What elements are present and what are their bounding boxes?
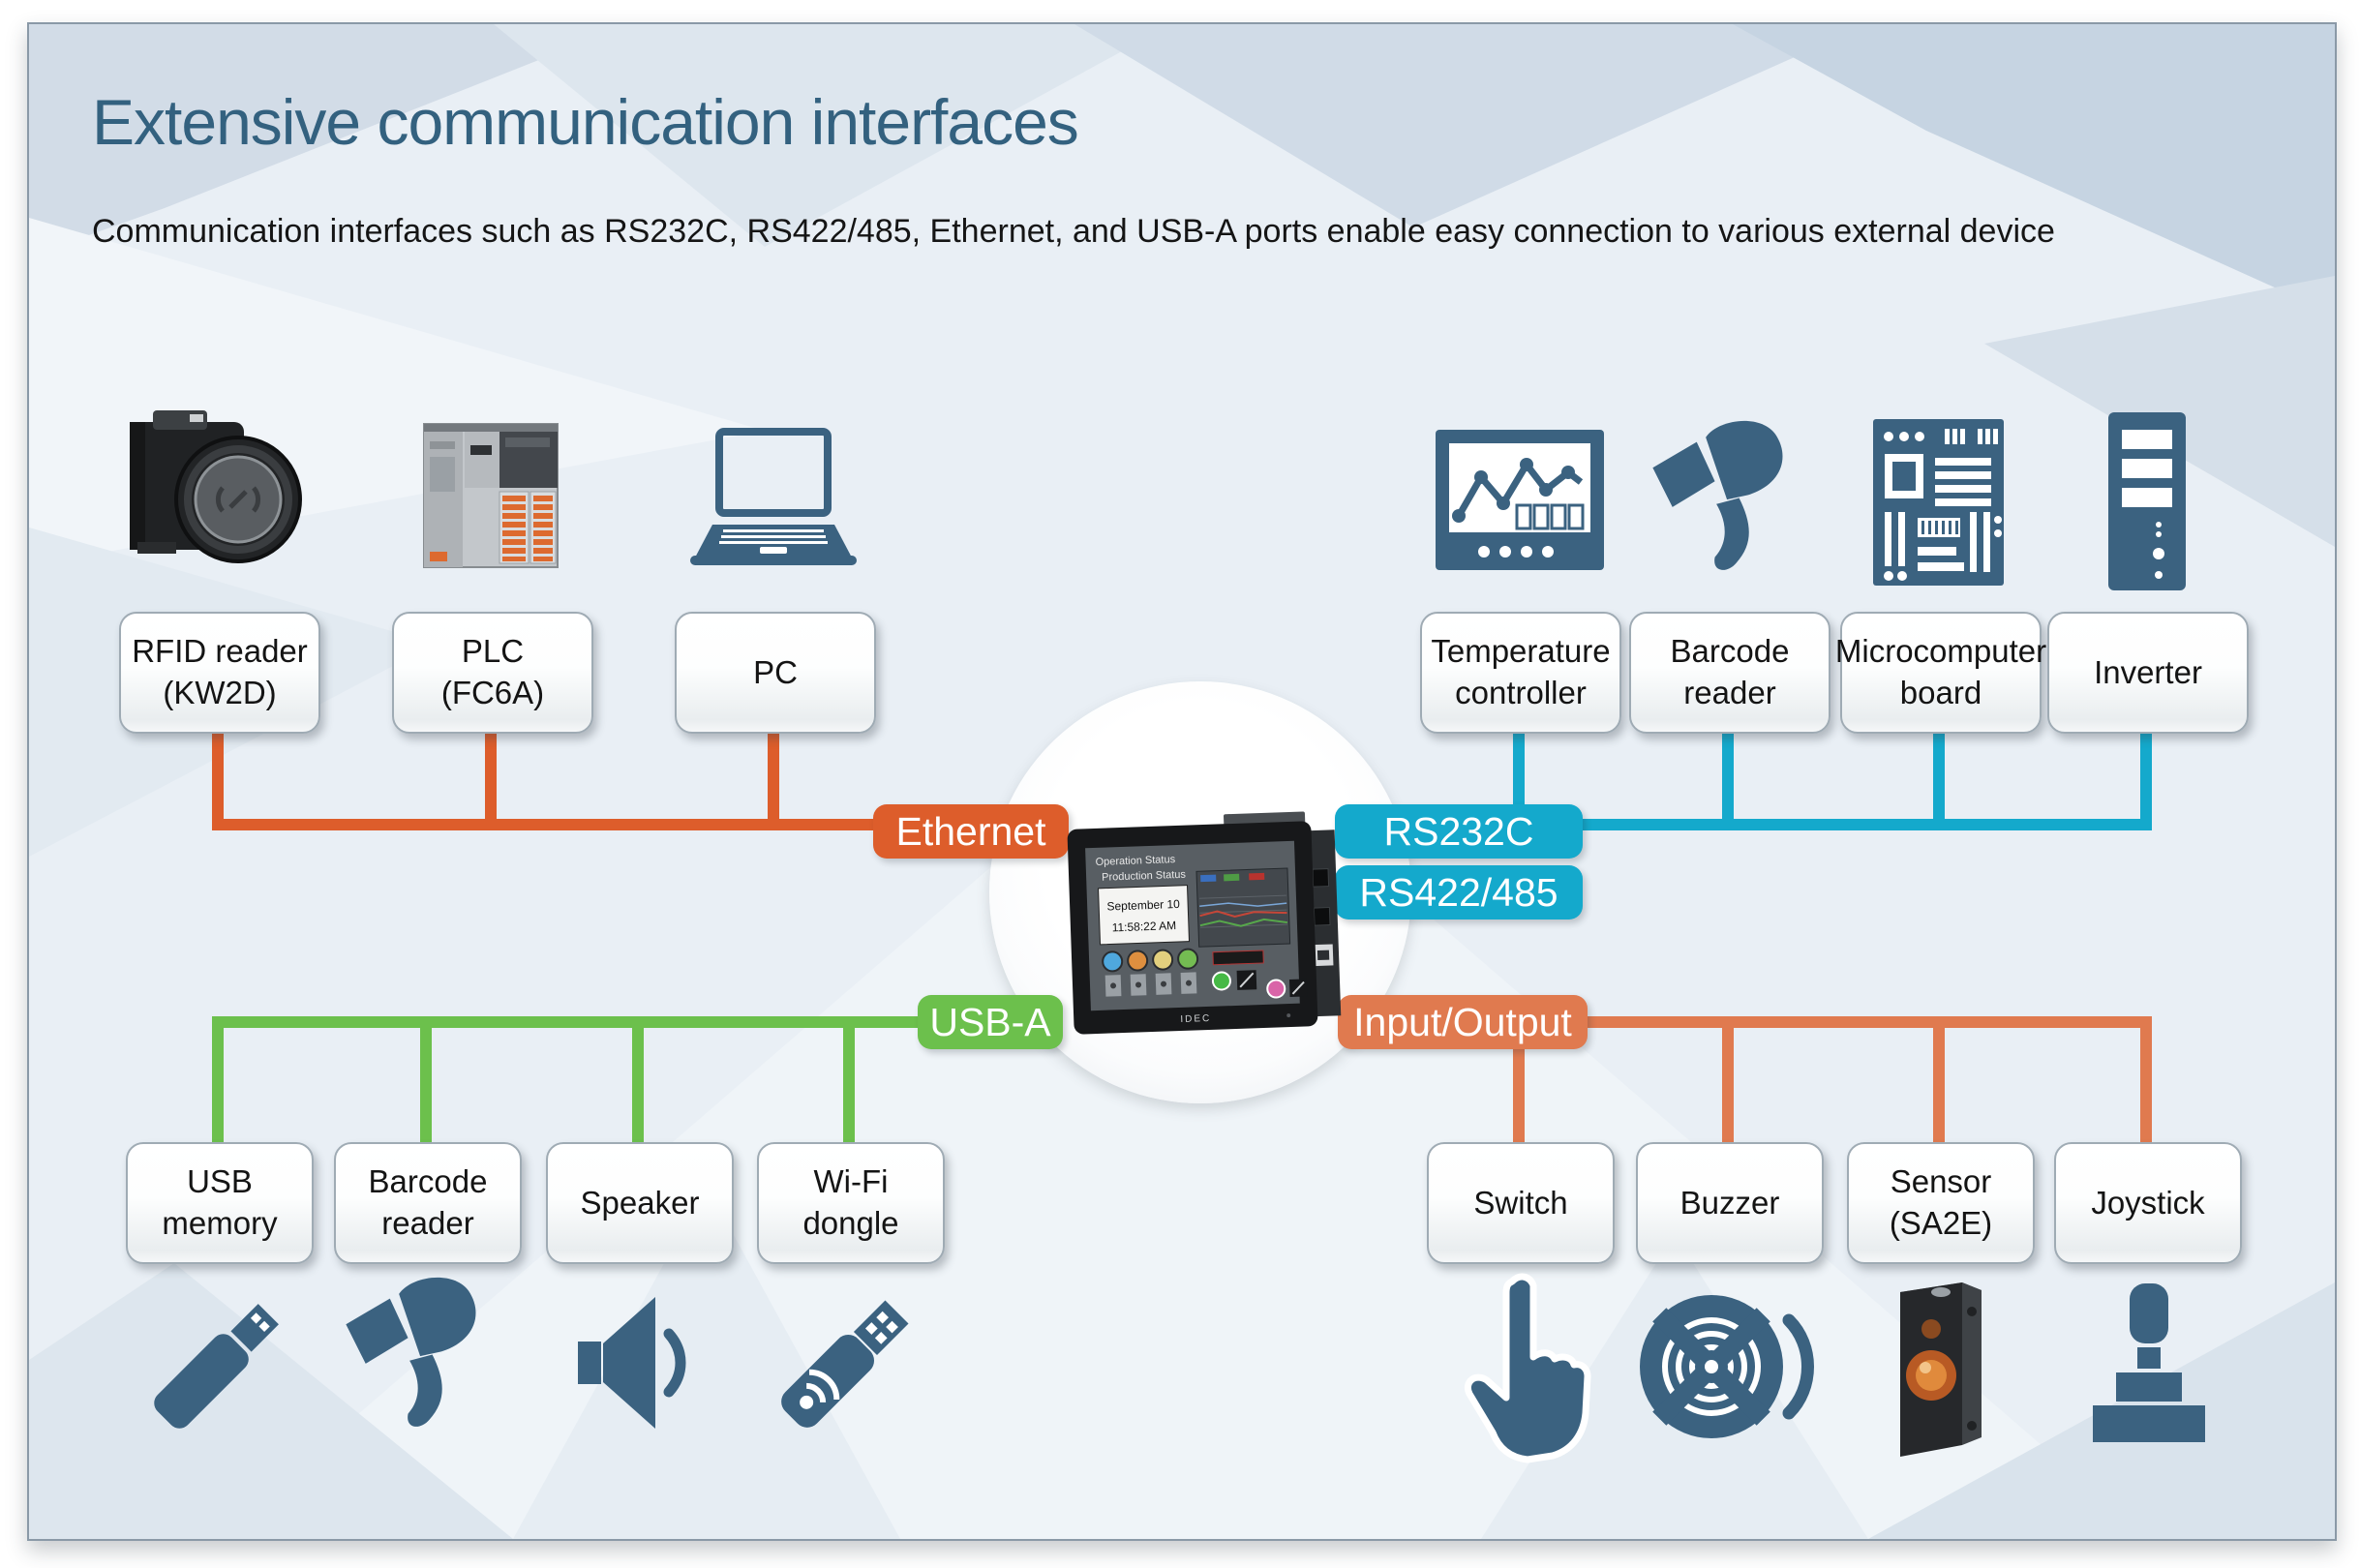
io-bus-line	[1588, 1016, 2152, 1028]
device-box-speaker: Speaker	[546, 1142, 734, 1264]
device-label: dongle	[802, 1205, 899, 1241]
connector-line	[1722, 1022, 1734, 1148]
buzzer-icon	[1640, 1295, 1814, 1438]
device-box-barcode-reader-usb: Barcode reader	[334, 1142, 522, 1264]
device-label: PC	[753, 653, 798, 690]
connector-line	[632, 1022, 644, 1148]
bus-label-rs232c: RS232C	[1335, 804, 1583, 859]
device-box-wifi-dongle: Wi-Fi dongle	[757, 1142, 945, 1264]
device-label: Sensor	[1890, 1163, 1992, 1200]
bus-label-input-output: Input/Output	[1338, 995, 1588, 1049]
page-title: Extensive communication interfaces	[92, 86, 1079, 158]
connector-line	[843, 1022, 855, 1148]
barcode-scanner-icon	[1652, 420, 1783, 570]
device-box-rfid-reader: RFID reader (KW2D)	[119, 612, 320, 734]
device-box-joystick: Joystick	[2054, 1142, 2242, 1264]
device-box-plc: PLC (FC6A)	[392, 612, 593, 734]
device-box-pc: PC	[675, 612, 876, 734]
touch-hand-icon	[1465, 1273, 1591, 1463]
connector-line	[212, 724, 224, 830]
device-label: reader	[1683, 675, 1776, 710]
device-label: USB	[187, 1163, 253, 1200]
device-label: Inverter	[2094, 653, 2202, 690]
device-box-buzzer: Buzzer	[1636, 1142, 1824, 1264]
device-label: Speaker	[580, 1184, 700, 1221]
plc-photo	[423, 423, 559, 568]
device-label: Barcode	[1670, 633, 1790, 670]
device-label: PLC	[461, 633, 525, 670]
ethernet-bus-line	[212, 819, 875, 830]
bus-label-text: RS232C	[1383, 808, 1534, 854]
device-label: controller	[1455, 675, 1587, 710]
connector-line	[768, 724, 779, 830]
device-label: Microcomputer	[1834, 633, 2047, 670]
device-label: Temperature	[1431, 633, 1611, 670]
device-label: (KW2D)	[163, 675, 277, 710]
photo-sensor-photo	[1900, 1282, 1982, 1457]
inverter-tower-icon	[2108, 412, 2186, 590]
laptop-icon	[690, 428, 857, 565]
bus-label-usb-a: USB-A	[918, 995, 1063, 1049]
bus-label-text: RS422/485	[1359, 869, 1558, 915]
bus-label-rs422-485: RS422/485	[1335, 865, 1583, 920]
device-box-sensor: Sensor (SA2E)	[1847, 1142, 2035, 1264]
connector-line	[2140, 1022, 2152, 1148]
device-label: Barcode	[368, 1163, 488, 1200]
device-box-switch: Switch	[1427, 1142, 1615, 1264]
bus-label-text: Ethernet	[895, 808, 1046, 854]
connector-line	[1722, 724, 1734, 830]
joystick-icon	[2093, 1283, 2205, 1442]
bus-label-ethernet: Ethernet	[873, 804, 1069, 859]
device-label: Wi-Fi	[813, 1163, 889, 1200]
device-label: (SA2E)	[1889, 1205, 1993, 1241]
device-box-microcomputer-board: Microcomputer board	[1835, 612, 2046, 734]
bus-label-text: USB-A	[929, 999, 1051, 1044]
hmi-screen-title: Operation Status	[1095, 854, 1175, 868]
connector-line	[1513, 1047, 1525, 1148]
device-label: (FC6A)	[440, 675, 545, 710]
device-label: Buzzer	[1679, 1184, 1780, 1221]
page-subtitle: Communication interfaces such as RS232C,…	[92, 213, 2055, 250]
device-label: memory	[162, 1205, 278, 1241]
device-box-barcode-reader-serial: Barcode reader	[1629, 612, 1831, 734]
serial-bus-line	[1583, 819, 2152, 830]
hmi-screen-title: Production Status	[1102, 869, 1187, 884]
device-label: board	[1899, 675, 1982, 710]
device-box-temperature-controller: Temperature controller	[1420, 612, 1621, 734]
usb-flash-drive-icon	[154, 1304, 279, 1429]
hmi-screen-time: 11:58:22 AM	[1111, 919, 1176, 934]
hmi-screen-date: September 10	[1106, 897, 1180, 914]
bus-label-text: Input/Output	[1353, 999, 1572, 1044]
connector-line	[2140, 724, 2152, 830]
rfid-reader-photo	[130, 410, 302, 563]
device-box-inverter: Inverter	[2047, 612, 2249, 734]
connector-line	[420, 1022, 432, 1148]
circuit-board-icon	[1873, 419, 2004, 586]
device-box-usb-memory: USB memory	[126, 1142, 314, 1264]
connector-line	[485, 724, 497, 830]
temperature-controller-icon	[1436, 430, 1604, 570]
connector-line	[1513, 724, 1525, 807]
barcode-scanner-icon	[346, 1277, 476, 1427]
connector-line	[1933, 724, 1945, 830]
speaker-icon	[578, 1297, 686, 1429]
connector-line	[1933, 1022, 1945, 1148]
hmi-device-photo: Operation Status Production Status Septe…	[1067, 811, 1342, 1035]
device-label: reader	[381, 1205, 474, 1241]
hmi-brand-logo: IDEC	[1180, 1013, 1211, 1025]
device-label: RFID reader	[132, 633, 308, 670]
wifi-dongle-icon	[781, 1300, 909, 1428]
device-label: Joystick	[2091, 1184, 2205, 1221]
connector-line	[212, 1022, 224, 1148]
device-label: Switch	[1473, 1184, 1568, 1221]
usb-bus-line	[212, 1016, 918, 1028]
